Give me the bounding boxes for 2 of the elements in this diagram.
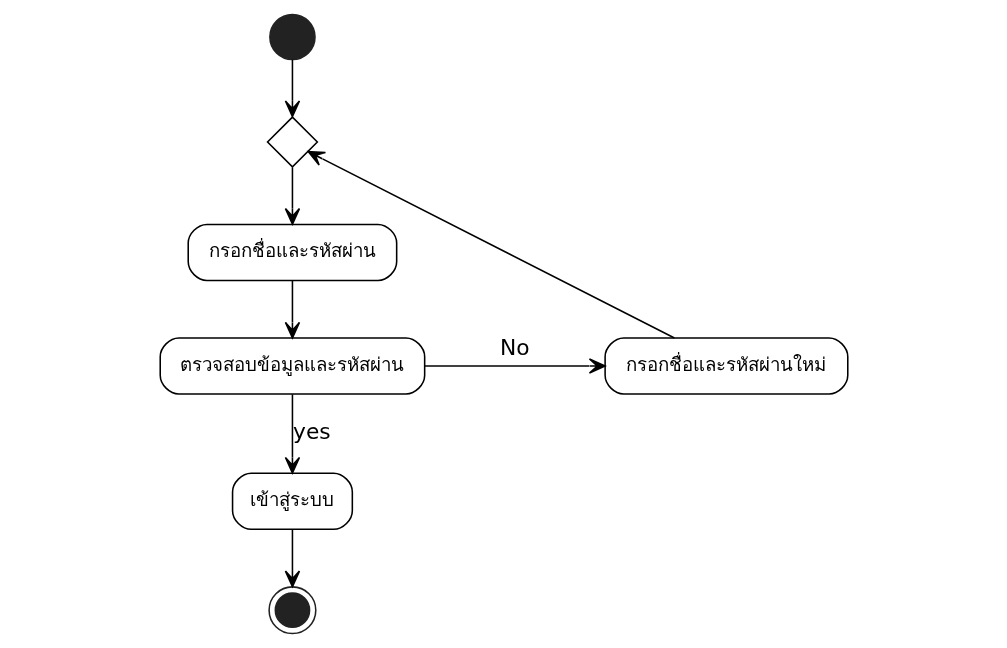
edge-label: No	[499, 335, 530, 361]
edge-label: yes	[292, 419, 331, 445]
